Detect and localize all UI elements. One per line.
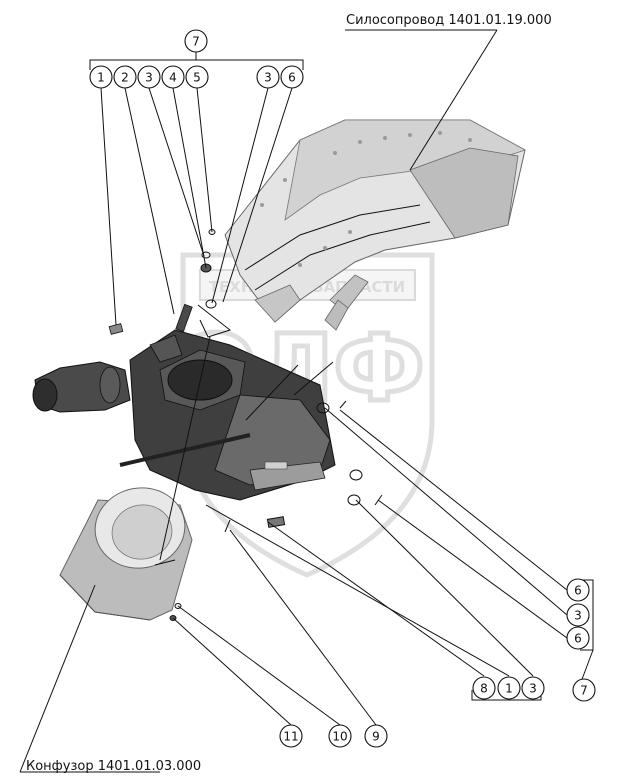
callout-group-bottom: 11 10 9 bbox=[279, 724, 388, 748]
callout-number: 7 bbox=[580, 684, 588, 698]
callout-number: 7 bbox=[192, 35, 200, 49]
callout-number: 11 bbox=[283, 730, 298, 744]
silo-conduit bbox=[224, 119, 526, 331]
callout-number: 6 bbox=[574, 632, 582, 646]
callout-group-top: 7 1 2 3 4 5 3 6 bbox=[89, 29, 304, 89]
callout-group-bottom-right: 8 1 3 bbox=[472, 676, 545, 700]
callout-number: 3 bbox=[574, 609, 582, 623]
leader-lines bbox=[19, 29, 594, 773]
callout-number: 10 bbox=[332, 730, 347, 744]
callout-number: 1 bbox=[97, 71, 105, 85]
callout-number: 6 bbox=[288, 71, 296, 85]
callout-number: 2 bbox=[121, 71, 129, 85]
callout-number: 3 bbox=[264, 71, 272, 85]
callout-number: 3 bbox=[145, 71, 153, 85]
callout-number: 6 bbox=[574, 584, 582, 598]
confusor-label: Конфузор 1401.01.03.000 bbox=[26, 759, 201, 774]
gate-valve-body bbox=[32, 303, 336, 501]
callout-bubble bbox=[184, 29, 208, 53]
callout-number: 9 bbox=[372, 730, 380, 744]
callout-number: 1 bbox=[505, 682, 513, 696]
confusor bbox=[59, 487, 193, 621]
callout-number: 8 bbox=[480, 682, 488, 696]
callout-number: 5 bbox=[193, 71, 201, 85]
callout-number: 4 bbox=[169, 71, 177, 85]
silo-conduit-label: Силосопровод 1401.01.19.000 bbox=[346, 13, 552, 28]
callout-number: 3 bbox=[529, 682, 537, 696]
callout-group-right: 6 3 6 7 bbox=[566, 578, 596, 702]
